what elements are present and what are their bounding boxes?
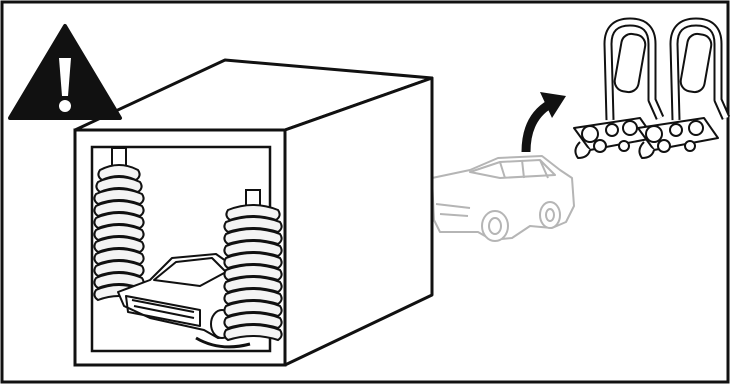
car-wash-icon — [75, 60, 432, 365]
brush-right — [224, 190, 281, 340]
brush-left — [94, 148, 143, 300]
